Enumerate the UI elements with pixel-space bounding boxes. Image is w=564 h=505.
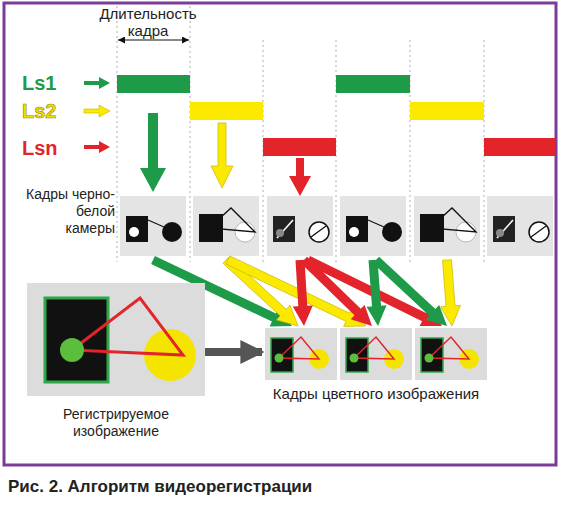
- bw-frames: [120, 196, 553, 256]
- source-arrow: [84, 105, 110, 117]
- black-square: [45, 298, 108, 382]
- source-arrows: [84, 77, 110, 153]
- bw-frame: [340, 196, 406, 256]
- source-label: Ls1: [22, 72, 82, 94]
- figure-border: [4, 3, 556, 465]
- green-pulse: [336, 75, 410, 93]
- bw-frame: [267, 196, 333, 256]
- color-frame: [265, 328, 337, 380]
- gridline: [410, 40, 411, 262]
- duration-bracket: [118, 39, 189, 40]
- frames-node: Кадры цветного изображения: [262, 325, 490, 409]
- color-frames: [265, 328, 487, 380]
- yellow-pulse: [190, 102, 263, 120]
- red-pulse: [484, 138, 555, 156]
- bw-frame: [120, 196, 186, 256]
- flow-arrow: [301, 257, 372, 326]
- color-frame: [415, 328, 487, 380]
- registered-image: [27, 283, 205, 396]
- bw-frame: [414, 196, 480, 256]
- duration-label: Длительность кадра: [88, 5, 208, 39]
- source-arrow: [84, 141, 110, 153]
- flow-arrow: [140, 113, 166, 192]
- red-pulse: [263, 138, 336, 156]
- bw-frame: [487, 196, 553, 256]
- green-circle: [60, 338, 84, 362]
- light-pulses: [117, 75, 555, 156]
- gridline: [117, 6, 118, 262]
- flow-arrow: [226, 256, 366, 327]
- flow-arrow: [441, 260, 461, 326]
- bw-frame: [193, 196, 259, 256]
- row-label: Кадры черно-белой камеры: [25, 186, 115, 237]
- node-label: Регистрируемое изображение: [27, 406, 205, 440]
- block-arrow: [205, 348, 262, 356]
- green-pulse: [117, 75, 190, 93]
- flow-arrow: [306, 256, 442, 326]
- image-node: Регистрируемое изображение: [27, 283, 205, 443]
- node-label: Кадры цветного изображения: [262, 385, 490, 402]
- color-frame: [340, 328, 412, 380]
- flow-arrow: [211, 123, 233, 188]
- yellow-pulse: [410, 102, 484, 120]
- figure-caption: Рис. 2. Алгоритм видеорегистрации: [8, 477, 558, 497]
- source-arrow: [84, 77, 110, 89]
- red-triangle: [72, 298, 183, 355]
- flow-arrow: [289, 158, 311, 196]
- flow-arrow: [373, 257, 447, 326]
- source-label: Ls2: [22, 100, 82, 122]
- frame-gridlines: [117, 6, 484, 262]
- image-background: [27, 283, 205, 396]
- source-label: Lsn: [22, 137, 82, 159]
- gridline: [190, 6, 191, 262]
- connectors: [205, 352, 262, 353]
